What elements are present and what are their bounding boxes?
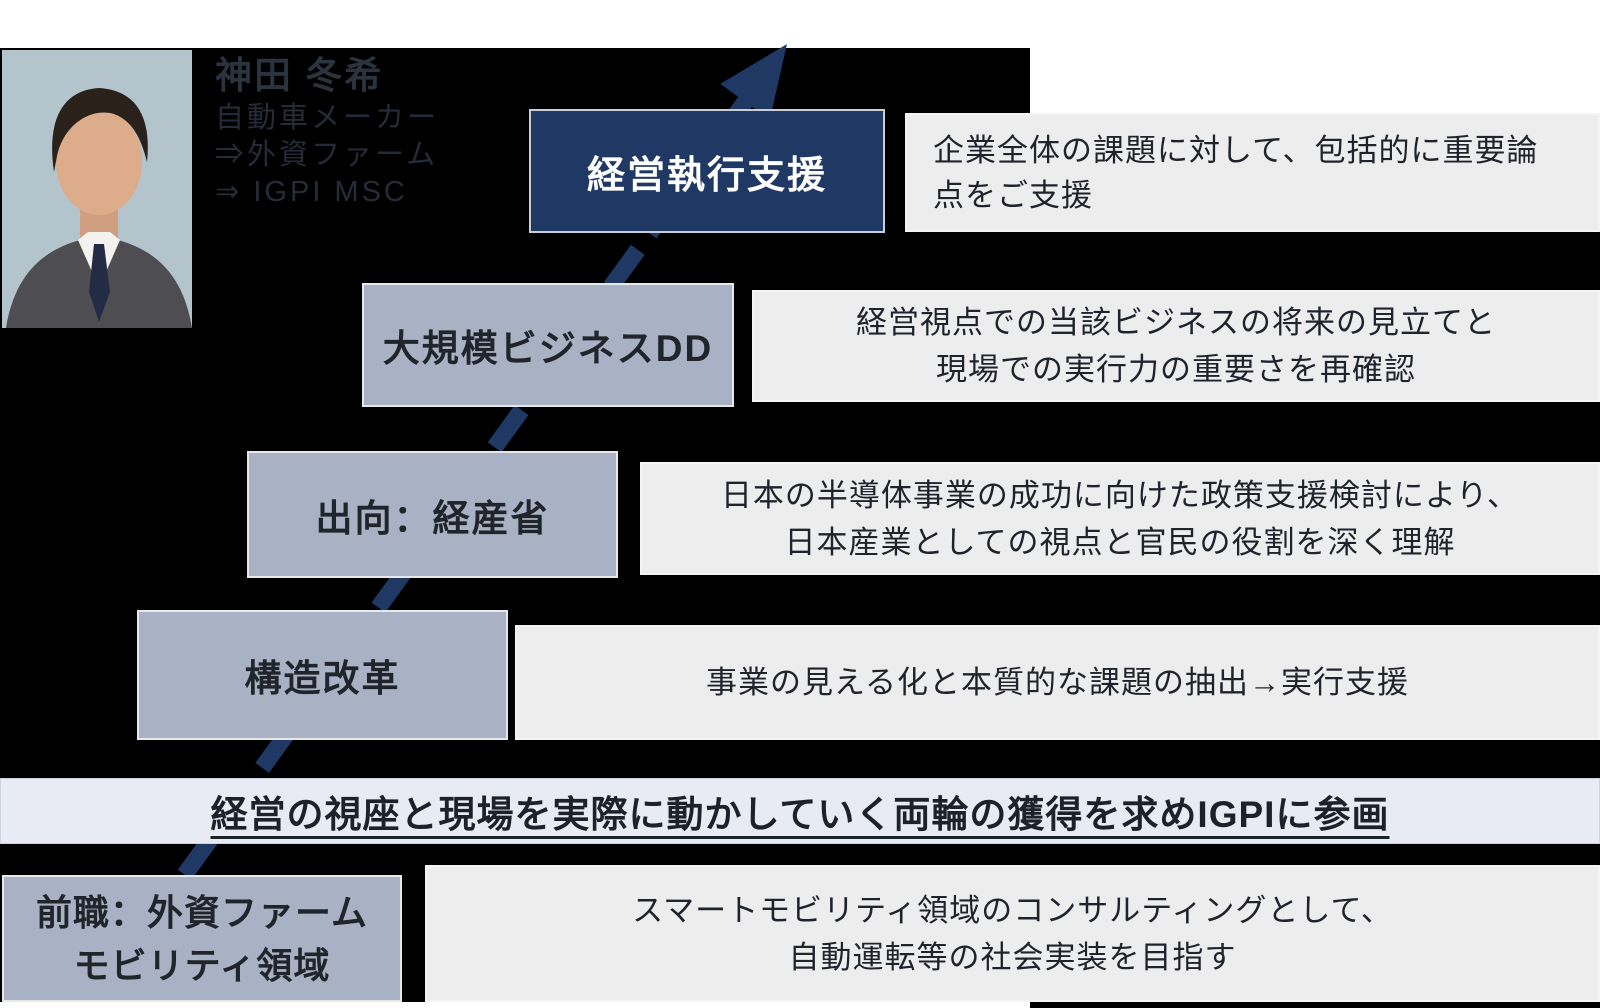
- career-step-2: ⇒外資ファーム: [215, 139, 439, 171]
- desc-line: 日本の半導体事業の成功に向けた政策支援検討により、: [720, 477, 1520, 513]
- step-desc-keiei-shikko-shien: 企業全体の課題に対して、包括的に重要論 点をご支援: [905, 113, 1600, 232]
- step-desc-business-dd: 経営視点での当該ビジネスの将来の見立てと 現場での実行力の重要さを再確認: [752, 290, 1600, 402]
- desc-line: 事業の見える化と本質的な課題の抽出→実行支援: [705, 665, 1410, 700]
- step-box-shukko-keisansho: 出向：経産省: [247, 451, 618, 578]
- step-box-keiei-shikko-shien: 経営執行支援: [529, 109, 885, 233]
- joining-reason-text: 経営の視座と現場を実際に動かしていく両輪の獲得を求めIGPIに参画: [210, 794, 1390, 835]
- step-label: 大規模ビジネスDD: [382, 328, 714, 369]
- step-box-kozo-kaikaku: 構造改革: [137, 610, 508, 740]
- desc-line: 日本産業としての視点と官民の役割を深く理解: [784, 524, 1456, 560]
- step-desc-shukko-keisansho: 日本の半導体事業の成功に向けた政策支援検討により、 日本産業としての視点と官民の…: [640, 462, 1600, 575]
- desc-line: 現場での実行力の重要さを再確認: [936, 352, 1416, 387]
- joining-reason-banner: 経営の視座と現場を実際に動かしていく両輪の獲得を求めIGPIに参画: [0, 778, 1600, 844]
- profile-photo: [2, 50, 192, 328]
- step-label: 構造改革: [244, 658, 401, 699]
- career-step-3: ⇒ IGPI MSC: [215, 176, 408, 208]
- desc-line: 経営視点での当該ビジネスの将来の見立てと: [856, 305, 1496, 340]
- desc-line: 企業全体の課題に対して、包括的に重要論: [933, 132, 1539, 168]
- profile-name: 神田 冬希: [215, 55, 384, 96]
- step-label: 出向：経産省: [315, 497, 550, 539]
- step-label: 経営執行支援: [586, 154, 827, 197]
- step-desc-kozo-kaikaku: 事業の見える化と本質的な課題の抽出→実行支援: [515, 625, 1600, 740]
- desc-line: 自動運転等の社会実装を目指す: [788, 939, 1237, 975]
- desc-line: スマートモビリティ領域のコンサルティングとして、: [632, 892, 1393, 928]
- prev-role-label-line: 前職：外資ファーム: [36, 891, 368, 933]
- desc-line: 点をご支援: [933, 177, 1093, 213]
- prev-role-label-line: モビリティ領域: [73, 944, 331, 986]
- profile-block: 神田 冬希 自動車メーカー ⇒外資ファーム ⇒ IGPI MSC: [215, 52, 439, 211]
- portrait-illustration: [2, 50, 192, 328]
- prev-role-desc: スマートモビリティ領域のコンサルティングとして、 自動運転等の社会実装を目指す: [425, 865, 1600, 1002]
- step-box-business-dd: 大規模ビジネスDD: [362, 283, 734, 407]
- prev-role-box: 前職：外資ファーム モビリティ領域: [2, 875, 402, 1002]
- career-step-1: 自動車メーカー: [215, 102, 440, 134]
